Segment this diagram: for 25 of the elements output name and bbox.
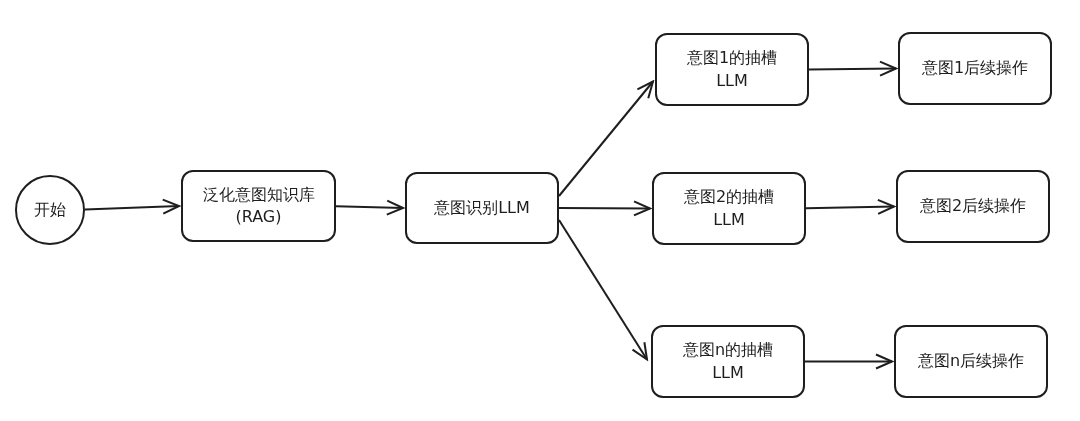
arrow [805,198,895,215]
process-box [898,32,1052,105]
node-label: 意图2后续操作 [919,195,1027,218]
process-box [652,172,806,245]
process-box [405,172,559,244]
process-box [655,33,809,106]
arrow [335,199,404,216]
node-label: 意图2的抽槽 LLM [682,186,776,231]
node-label: 泛化意图知识库 (RAG) [201,183,316,228]
node-label: 意图识别LLM [434,196,530,219]
node-label: 开始 [34,198,66,221]
node-label: 意图1的抽槽 LLM [685,47,779,92]
arrow [84,198,180,215]
node-label: 意图1后续操作 [921,57,1029,80]
arrow [558,219,648,361]
arrow [558,80,654,197]
arrow [804,353,893,370]
process-box [651,325,805,398]
process-box [181,170,336,242]
process-box [894,325,1048,398]
arrow [808,60,897,77]
node-label: 意图n后续操作 [917,350,1025,373]
arrow [558,200,651,217]
node-label: 意图n的抽槽 LLM [681,339,775,384]
process-box [896,170,1050,243]
